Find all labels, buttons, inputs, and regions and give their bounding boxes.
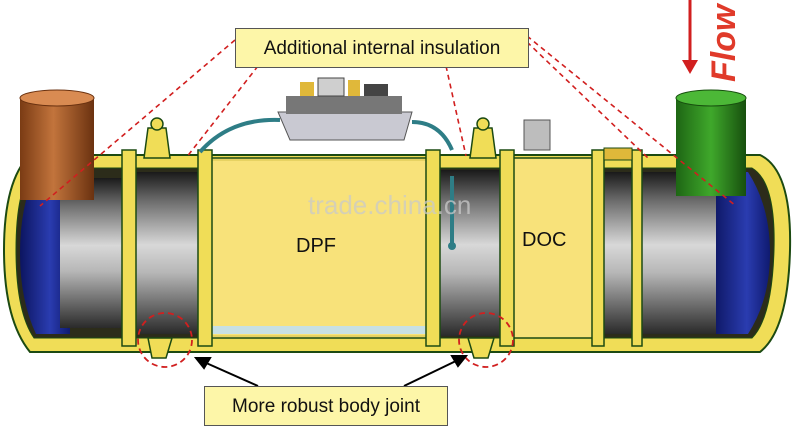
inlet-pipe — [19, 89, 95, 200]
outlet-chamber — [596, 172, 716, 334]
joint-arrows — [193, 355, 469, 387]
flow-arrow — [682, 0, 698, 74]
flange-details — [121, 149, 643, 347]
flow-label: Flow — [705, 2, 743, 82]
doc-label: DOC — [522, 229, 566, 251]
left-joint-highlight — [137, 312, 193, 368]
outlet-end-cap — [712, 172, 770, 334]
body-joint-callout: More robust body joint — [204, 386, 448, 426]
outlet-pipe — [675, 89, 747, 196]
dpf-substrate — [209, 157, 431, 339]
inlet-end-cap — [20, 172, 70, 334]
watermark-text: trade.china.cn — [308, 190, 471, 220]
dpf-label: DPF — [296, 235, 336, 257]
doc-substrate — [509, 157, 597, 339]
mid-chamber — [428, 170, 512, 336]
bottom-clamps — [147, 337, 496, 359]
temperature-probe — [448, 176, 456, 250]
top-clamps — [143, 117, 497, 159]
inlet-chamber — [60, 172, 210, 334]
insulation-callout: Additional internal insulation — [235, 28, 529, 68]
right-joint-highlight — [458, 312, 514, 368]
insulation-leader-lines — [39, 35, 737, 207]
sensor-module — [198, 77, 633, 161]
